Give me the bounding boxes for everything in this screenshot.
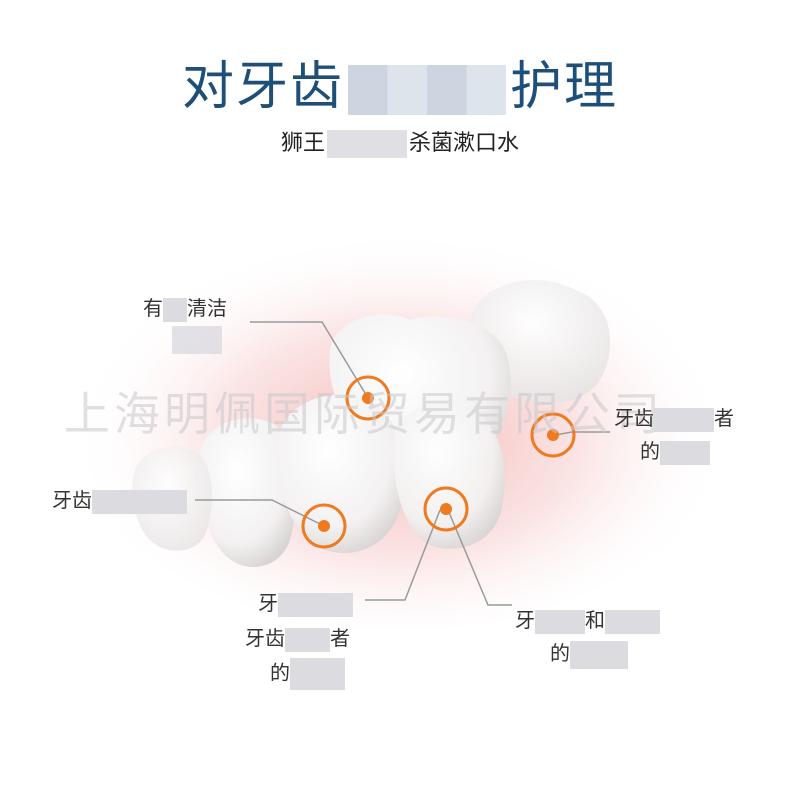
callout-top-left-text-b: 清洁 [187, 296, 227, 320]
leader-top-left [250, 321, 369, 399]
marker-dot-top [362, 392, 374, 404]
callout-left-text-a: 牙齿 [52, 488, 92, 512]
tooth-center [393, 403, 505, 549]
callout-right-text-b: 者 [714, 406, 734, 430]
redacted-block [163, 297, 187, 322]
redacted-block [290, 658, 345, 690]
leader-bottom-right [447, 509, 512, 606]
marker-ring-bottom [423, 486, 469, 532]
callout-right-text-a: 牙齿 [614, 406, 654, 430]
callout-bottom-center-text-c: 者 [330, 626, 350, 650]
callout-bottom-center-line2: 牙齿 者 [245, 625, 350, 652]
title-right: 护理 [510, 57, 619, 117]
redacted-block [654, 407, 714, 432]
redacted-block [605, 609, 660, 634]
markers [301, 375, 576, 549]
marker-ring-right [530, 412, 576, 458]
leader-bottom-center [365, 509, 441, 601]
leader-right [554, 431, 610, 436]
marker-ring-left [301, 503, 347, 549]
marker-ring-top [345, 375, 391, 421]
redacted-block [535, 609, 585, 634]
tooth-left [198, 418, 297, 567]
callout-bottom-right-text-c: 的 [550, 641, 570, 665]
page-subtitle: 狮王 杀菌漱口水 [0, 128, 800, 160]
callout-bottom-center-line1: 牙 [258, 590, 353, 617]
subtitle-left: 狮王 [280, 131, 325, 156]
redacted-block [570, 640, 628, 669]
redacted-block [660, 440, 710, 465]
callout-right-line1: 牙齿 者 [614, 405, 734, 432]
redacted-block [278, 592, 353, 617]
callout-bottom-right-line1: 牙和 [515, 607, 660, 634]
subtitle-redacted-block [327, 130, 407, 158]
callout-bottom-center-line3: 的 [270, 658, 345, 690]
title-left: 对牙齿 [181, 57, 344, 117]
callout-bottom-right-text-b: 和 [585, 608, 605, 632]
redacted-block [92, 489, 187, 514]
subtitle-right: 杀菌漱口水 [409, 131, 520, 156]
callout-bottom-center-text-a: 牙 [258, 591, 278, 615]
page-title: 对牙齿 护理 [0, 55, 800, 119]
tooth-center-left [278, 394, 406, 554]
callout-right-line2: 的 [640, 438, 710, 465]
title-redacted-block [348, 65, 506, 115]
redacted-block [285, 627, 330, 652]
callout-bottom-right-line2: 的 [550, 640, 628, 669]
redacted-block [172, 326, 222, 354]
callout-top-left: 有清洁 [143, 295, 227, 322]
marker-dot-bottom [440, 503, 452, 515]
marker-dot-left [318, 520, 330, 532]
callout-bottom-right-text-a: 牙 [515, 608, 535, 632]
callout-top-left-text-a: 有 [143, 296, 163, 320]
marker-dot-right [547, 429, 559, 441]
callout-left: 牙齿 [52, 487, 187, 514]
callout-right-text-c: 的 [640, 439, 660, 463]
callout-bottom-center-text-b: 牙齿 [245, 626, 285, 650]
watermark: 上海明佩国际贸易有限公司 [64, 387, 664, 441]
callout-bottom-center-text-d: 的 [270, 660, 290, 685]
